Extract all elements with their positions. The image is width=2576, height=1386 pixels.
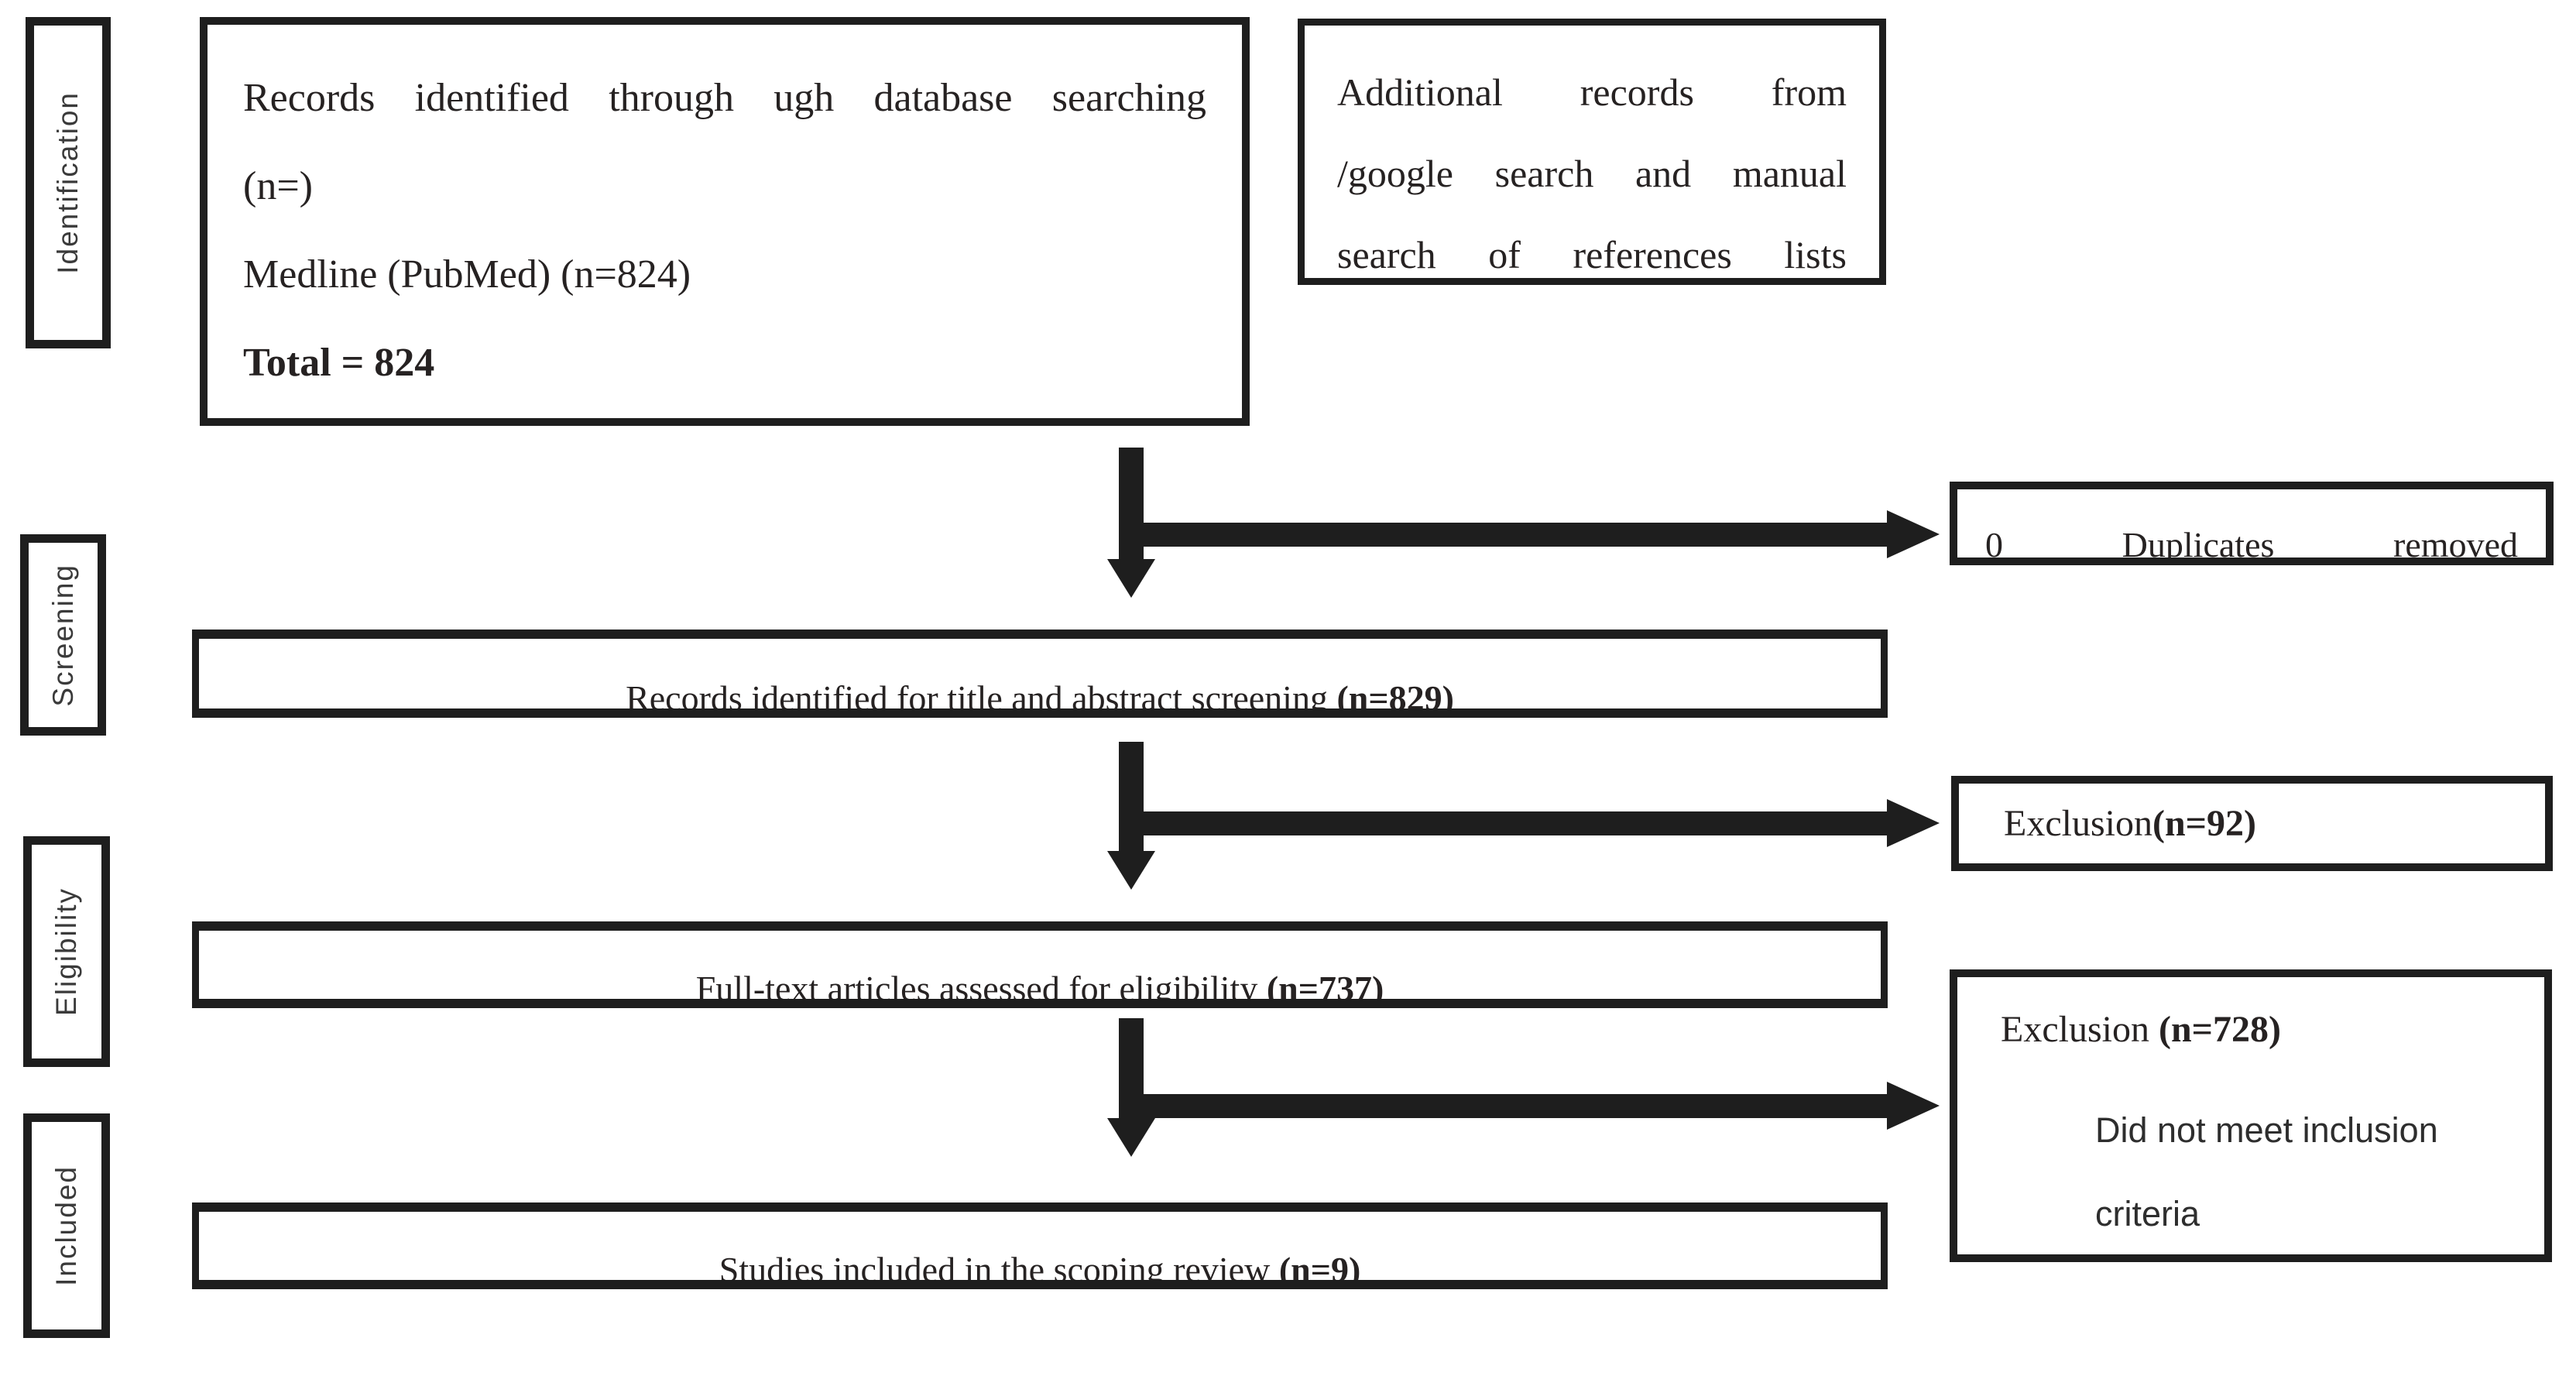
stage-label-included: Included xyxy=(50,1165,82,1286)
studies-included-label: Studies included in the scoping review xyxy=(719,1250,1279,1289)
records-identified-total: Total = 824 xyxy=(243,341,435,385)
stage-box-identification: Identification xyxy=(26,17,111,348)
stage-label-eligibility: Eligibility xyxy=(50,887,82,1016)
exclusion-n728-title: Exclusion (n=728) xyxy=(2001,1005,2523,1055)
stage-label-screening: Screening xyxy=(46,563,79,707)
stage-box-screening: Screening xyxy=(20,534,106,736)
stage-box-eligibility: Eligibility xyxy=(23,836,110,1067)
title-abstract-screening-text: Records identified for title and abstrac… xyxy=(199,678,1881,718)
duplicates-removed-text: 0 Duplicates removed xyxy=(1985,525,2518,564)
records-identified-box: Records identified through ugh database … xyxy=(200,17,1250,426)
exclusion-n728-box: Exclusion (n=728) Did not meet inclusion… xyxy=(1950,969,2552,1262)
exclusion-n728-reason-line2: criteria xyxy=(2095,1194,2200,1233)
stage-box-included: Included xyxy=(23,1113,110,1338)
title-abstract-screening-label: Records identified for title and abstrac… xyxy=(626,678,1337,718)
stage-label-identification: Identification xyxy=(52,91,84,274)
additional-records-line2: /google search and manual xyxy=(1337,152,1847,195)
studies-included-banner: Studies included in the scoping review (… xyxy=(192,1202,1888,1289)
arrow-screening-down-head xyxy=(1107,851,1155,890)
studies-included-count: (n=9) xyxy=(1278,1250,1361,1289)
records-identified-line2: (n=) xyxy=(243,164,313,208)
additional-records-box: Additional records from /google search a… xyxy=(1298,19,1886,285)
additional-records-line3: search of references lists xyxy=(1337,233,1847,276)
additional-records-line1: Additional records from xyxy=(1337,70,1847,114)
exclusion-n728-reason-line1: Did not meet inclusion xyxy=(2095,1110,2438,1150)
fulltext-eligibility-text: Full-text articles assessed for eligibil… xyxy=(199,968,1881,1008)
fulltext-eligibility-banner: Full-text articles assessed for eligibil… xyxy=(192,921,1888,1008)
fulltext-eligibility-label: Full-text articles assessed for eligibil… xyxy=(695,969,1267,1008)
exclusion-n728-label: Exclusion xyxy=(2001,1009,2159,1050)
exclusion-n728-count: (n=728) xyxy=(2158,1009,2281,1050)
studies-included-text: Studies included in the scoping review (… xyxy=(199,1249,1881,1289)
exclusion-n728-reason: Did not meet inclusion criteria xyxy=(2095,1089,2523,1256)
duplicates-removed-box: 0 Duplicates removed xyxy=(1950,482,2554,565)
arrow-to-duplicates-head xyxy=(1887,510,1940,558)
title-abstract-screening-count: (n=829) xyxy=(1336,678,1454,718)
exclusion-n92-label: Exclusion xyxy=(2004,803,2152,844)
arrow-to-exclusion728-head xyxy=(1887,1082,1940,1130)
fulltext-eligibility-count: (n=737) xyxy=(1266,969,1384,1008)
exclusion-n92-box: Exclusion (n=92) xyxy=(1951,776,2553,871)
exclusion-n92-count: (n=92) xyxy=(2152,803,2256,844)
arrow-identification-down-head xyxy=(1107,559,1155,598)
records-identified-line1: Records identified through ugh database … xyxy=(243,76,1206,120)
title-abstract-screening-banner: Records identified for title and abstrac… xyxy=(192,630,1888,718)
arrow-screening-down-shaft xyxy=(1119,742,1144,853)
arrow-eligibility-down-head xyxy=(1107,1118,1155,1157)
arrow-to-exclusion92-head xyxy=(1887,799,1940,847)
records-identified-line3: Medline (PubMed) (n=824) xyxy=(243,252,691,297)
arrow-to-duplicates-shaft xyxy=(1119,523,1887,547)
arrow-to-exclusion728-shaft xyxy=(1119,1094,1887,1118)
arrow-to-exclusion92-shaft xyxy=(1119,811,1887,835)
